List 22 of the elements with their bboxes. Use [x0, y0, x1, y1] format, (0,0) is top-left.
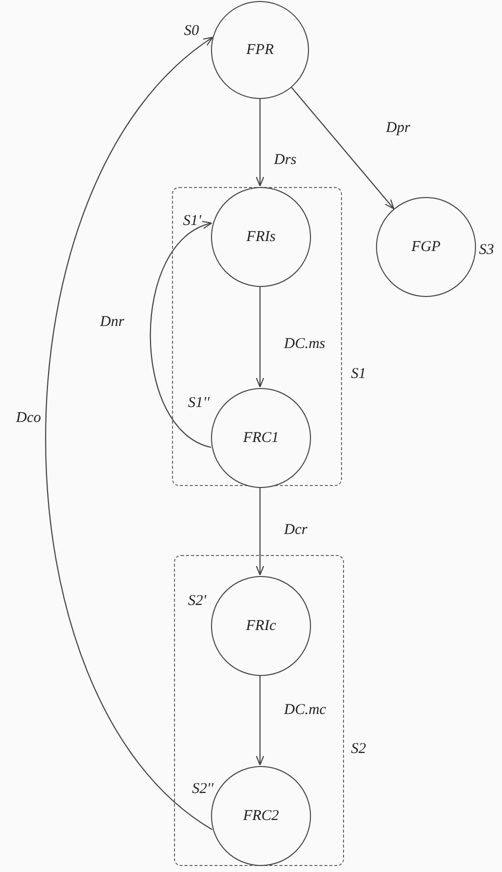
arrow	[45, 36, 214, 830]
edge-label: Dpr	[384, 120, 412, 137]
state-name: FRIc	[246, 618, 276, 634]
state-tag: S2''	[192, 782, 214, 797]
arrow	[150, 222, 212, 448]
arrow	[256, 99, 264, 187]
state-tag: S3	[479, 243, 494, 258]
state-name: FRIs	[246, 228, 276, 246]
state-name: FRC2	[243, 808, 279, 824]
state-tag: S2'	[188, 594, 206, 609]
state-tag: S1''	[188, 396, 210, 411]
state-tag: S1'	[183, 214, 202, 229]
arrow	[256, 675, 264, 766]
group-label: S1	[351, 367, 366, 382]
state-tag: S0	[184, 24, 199, 39]
group-label: S2	[351, 742, 366, 757]
state-name: FPR	[246, 42, 274, 58]
state-name: FGP	[411, 238, 441, 256]
arrow	[256, 286, 264, 388]
state-name: FRC1	[243, 430, 279, 446]
arrow	[291, 87, 394, 210]
arrow	[256, 487, 264, 576]
